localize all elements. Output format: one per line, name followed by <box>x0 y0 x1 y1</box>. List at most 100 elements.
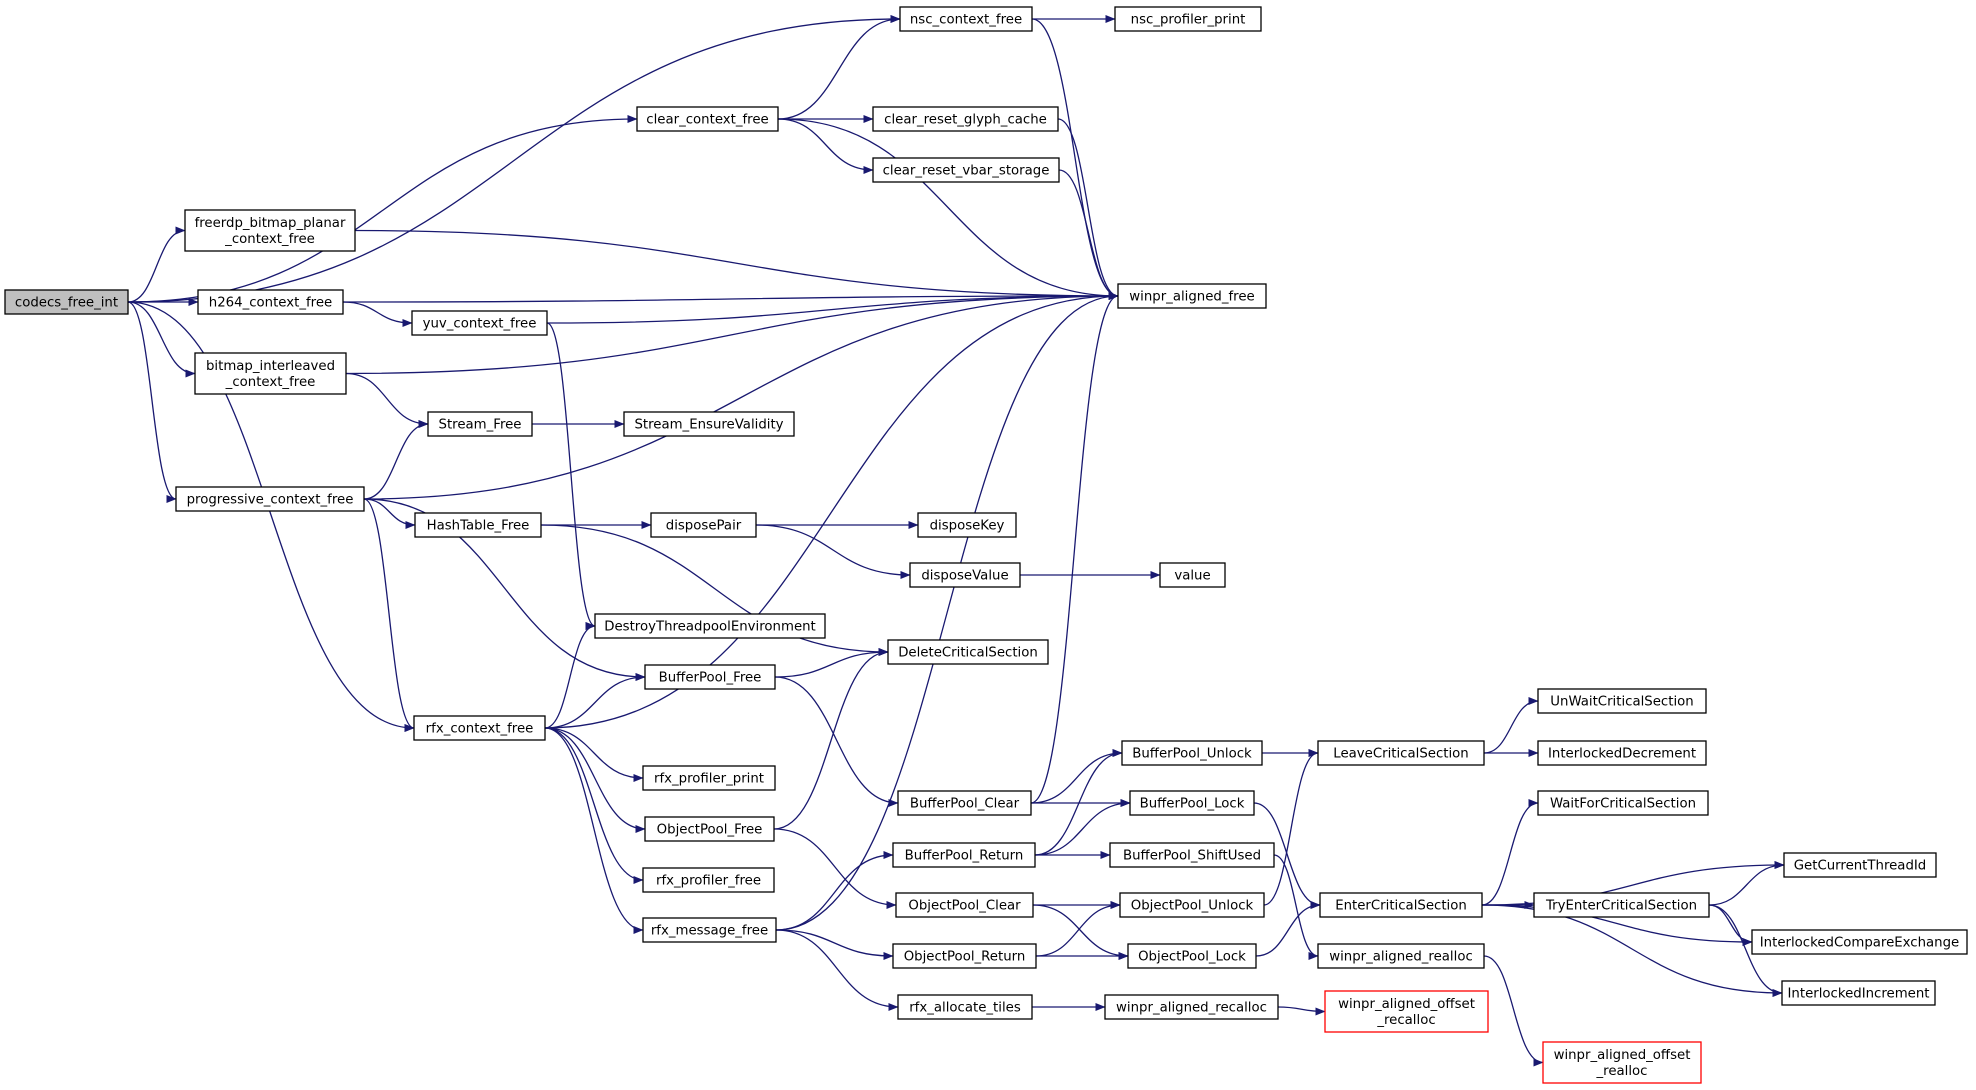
node-object-pool-unlock[interactable]: ObjectPool_Unlock <box>1119 892 1265 918</box>
node-box <box>427 411 533 437</box>
node-progressive-context-free[interactable]: progressive_context_free <box>175 486 365 512</box>
node-label: BufferPool_Lock <box>1140 797 1245 812</box>
node-label: winpr_aligned_free <box>1129 290 1254 305</box>
node-label: rfx_profiler_free <box>656 874 761 889</box>
edge-rfx-message-free-to-winpr-aligned-free <box>775 292 1119 931</box>
edge-hash-table-free-to-delete-critical-section <box>540 524 889 656</box>
node-rfx-context-free[interactable]: rfx_context_free <box>413 715 546 741</box>
node-un-wait-critical-section[interactable]: UnWaitCriticalSection <box>1537 688 1707 714</box>
node-clear-context-free[interactable]: clear_context_free <box>636 106 779 132</box>
node-rfx-allocate-tiles[interactable]: rfx_allocate_tiles <box>897 994 1033 1020</box>
node-buffer-pool-unlock[interactable]: BufferPool_Unlock <box>1121 740 1263 766</box>
node-object-pool-lock[interactable]: ObjectPool_Lock <box>1127 943 1257 969</box>
node-h264-context-free[interactable]: h264_context_free <box>197 289 344 315</box>
node-winpr-aligned-offset-realloc[interactable]: winpr_aligned_offset_realloc <box>1542 1041 1702 1084</box>
node-value[interactable]: value <box>1159 562 1226 588</box>
node-destroy-threadpool-environment[interactable]: DestroyThreadpoolEnvironment <box>594 613 826 639</box>
node-dispose-value[interactable]: disposeValue <box>909 562 1021 588</box>
edge-object-pool-unlock-to-leave-critical-section <box>1263 749 1319 906</box>
node-rfx-profiler-free[interactable]: rfx_profiler_free <box>642 867 775 893</box>
edge-buffer-pool-clear-to-winpr-aligned-free <box>1030 292 1119 804</box>
edge-progressive-context-free-to-winpr-aligned-free <box>363 292 1119 500</box>
edge-yuv-context-free-to-winpr-aligned-free <box>546 292 1119 324</box>
node-winpr-aligned-realloc[interactable]: winpr_aligned_realloc <box>1317 943 1485 969</box>
node-rfx-profiler-print[interactable]: rfx_profiler_print <box>642 765 776 791</box>
node-wait-for-critical-section[interactable]: WaitForCriticalSection <box>1537 790 1709 816</box>
node-box <box>1783 852 1937 878</box>
node-interlocked-increment[interactable]: InterlockedIncrement <box>1781 980 1936 1006</box>
node-enter-critical-section[interactable]: EnterCriticalSection <box>1319 892 1483 918</box>
node-nsc-context-free[interactable]: nsc_context_free <box>899 6 1033 32</box>
node-buffer-pool-lock[interactable]: BufferPool_Lock <box>1129 790 1255 816</box>
node-box <box>872 157 1060 183</box>
node-try-enter-critical-section[interactable]: TryEnterCriticalSection <box>1533 892 1710 918</box>
node-stream-ensure-validity[interactable]: Stream_EnsureValidity <box>623 411 795 437</box>
node-object-pool-clear[interactable]: ObjectPool_Clear <box>895 892 1034 918</box>
node-yuv-context-free[interactable]: yuv_context_free <box>411 310 548 336</box>
node-winpr-aligned-recalloc[interactable]: winpr_aligned_recalloc <box>1104 994 1279 1020</box>
edge-object-pool-return-to-object-pool-unlock <box>1035 901 1121 957</box>
node-box <box>1751 929 1968 955</box>
edge-progressive-context-free-to-rfx-context-free <box>363 498 415 732</box>
edge-dispose-pair-to-dispose-value <box>755 524 911 579</box>
node-clear-reset-vbar-storage[interactable]: clear_reset_vbar_storage <box>872 157 1060 183</box>
node-box <box>892 943 1037 969</box>
node-box <box>909 562 1021 588</box>
node-box <box>644 664 776 690</box>
edge-rfx-context-free-to-buffer-pool-free <box>544 673 646 729</box>
node-box <box>1781 980 1936 1006</box>
node-stream-free[interactable]: Stream_Free <box>427 411 533 437</box>
node-object-pool-return[interactable]: ObjectPool_Return <box>892 943 1037 969</box>
edge-buffer-pool-clear-to-buffer-pool-unlock <box>1030 749 1123 804</box>
node-buffer-pool-return[interactable]: BufferPool_Return <box>892 842 1036 868</box>
node-object-pool-free[interactable]: ObjectPool_Free <box>644 816 775 842</box>
edge-codecs-free-int-to-freerdp-bitmap-planar-context-free <box>127 226 186 303</box>
node-box <box>194 352 347 395</box>
node-box <box>1114 6 1262 32</box>
node-freerdp-bitmap-planar-context-free[interactable]: freerdp_bitmap_planar_context_free <box>184 209 356 252</box>
node-box <box>411 310 548 336</box>
edge-progressive-context-free-to-hash-table-free <box>363 498 416 529</box>
node-clear-reset-glyph-cache[interactable]: clear_reset_glyph_cache <box>872 106 1059 132</box>
node-leave-critical-section[interactable]: LeaveCriticalSection <box>1317 740 1485 766</box>
node-interlocked-decrement[interactable]: InterlockedDecrement <box>1537 740 1707 766</box>
edge-codecs-free-int-to-bitmap-interleaved-context-free <box>127 301 196 378</box>
node-hash-table-free[interactable]: HashTable_Free <box>414 512 542 538</box>
node-box <box>872 106 1059 132</box>
edge-leave-critical-section-to-un-wait-critical-section <box>1483 697 1539 754</box>
node-box <box>917 512 1017 538</box>
node-dispose-key[interactable]: disposeKey <box>917 512 1017 538</box>
node-get-current-thread-id[interactable]: GetCurrentThreadId <box>1783 852 1937 878</box>
node-delete-critical-section[interactable]: DeleteCriticalSection <box>887 639 1049 665</box>
node-buffer-pool-free[interactable]: BufferPool_Free <box>644 664 776 690</box>
edge-rfx-message-free-to-rfx-allocate-tiles <box>775 929 899 1011</box>
node-label: BufferPool_Clear <box>910 797 1020 812</box>
node-bitmap-interleaved-context-free[interactable]: bitmap_interleaved_context_free <box>194 352 347 395</box>
node-label: clear_reset_glyph_cache <box>884 113 1047 128</box>
node-box <box>197 289 344 315</box>
edge-object-pool-free-to-object-pool-clear <box>773 828 897 909</box>
node-box <box>4 289 129 315</box>
edge-progressive-context-free-to-stream-free <box>363 420 429 500</box>
edge-clear-context-free-to-clear-reset-vbar-storage <box>777 118 874 174</box>
node-dispose-pair[interactable]: disposePair <box>650 512 757 538</box>
edge-object-pool-clear-to-object-pool-lock <box>1032 904 1129 960</box>
node-label: _context_free <box>224 232 315 247</box>
node-box <box>1129 790 1255 816</box>
edge-rfx-context-free-to-rfx-profiler-print <box>544 727 644 782</box>
node-buffer-pool-clear[interactable]: BufferPool_Clear <box>897 790 1032 816</box>
node-interlocked-compare-exchange[interactable]: InterlockedCompareExchange <box>1751 929 1968 955</box>
node-buffer-pool-shift-used[interactable]: BufferPool_ShiftUsed <box>1109 842 1275 868</box>
node-winpr-aligned-free[interactable]: winpr_aligned_free <box>1117 283 1267 309</box>
node-box <box>897 994 1033 1020</box>
node-box <box>623 411 795 437</box>
node-label: BufferPool_Free <box>659 671 762 686</box>
node-label: DestroyThreadpoolEnvironment <box>604 620 816 635</box>
node-winpr-aligned-offset-recalloc[interactable]: winpr_aligned_offset_recalloc <box>1324 990 1489 1033</box>
node-label: nsc_profiler_print <box>1131 13 1246 28</box>
nodes-layer: codecs_free_int nsc_context_free nsc_profi… <box>4 6 1968 1084</box>
node-codecs-free-int[interactable]: codecs_free_int <box>4 289 129 315</box>
node-nsc-profiler-print[interactable]: nsc_profiler_print <box>1114 6 1262 32</box>
node-rfx-message-free[interactable]: rfx_message_free <box>642 917 777 943</box>
node-label: InterlockedDecrement <box>1548 747 1696 762</box>
